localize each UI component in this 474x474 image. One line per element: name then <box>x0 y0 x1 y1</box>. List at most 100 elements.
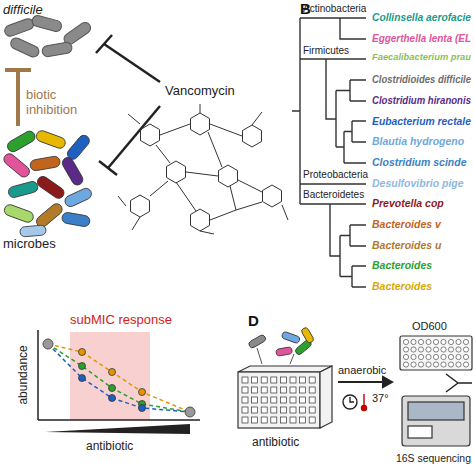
well <box>290 377 296 383</box>
plate-well <box>433 354 438 359</box>
species-name: Prevotella cop <box>372 197 444 209</box>
bond-stroke <box>252 112 262 125</box>
plate-well <box>426 339 431 344</box>
ring-stroke <box>167 161 186 183</box>
species-name: Bacteroides v <box>372 218 441 230</box>
od-plate <box>400 336 472 370</box>
well <box>252 417 258 423</box>
bond-stroke <box>200 104 201 113</box>
bond-stroke <box>132 217 140 230</box>
well <box>261 397 267 403</box>
plate-well <box>418 362 423 367</box>
plate-well <box>403 354 408 359</box>
well <box>290 387 296 393</box>
well <box>242 397 248 403</box>
drug-label: Vancomycin <box>165 84 235 99</box>
plate-well <box>411 362 416 367</box>
species-name: Collinsella aerofacie <box>372 11 471 23</box>
well <box>252 377 258 383</box>
well <box>271 417 277 423</box>
plate-well <box>456 354 461 359</box>
plate-well <box>463 339 468 344</box>
well <box>300 407 306 413</box>
bond-stroke <box>118 196 126 206</box>
species-name: Eggerthella lenta (EL <box>372 32 471 44</box>
plate-well <box>441 347 446 352</box>
well <box>309 377 315 383</box>
plate-well <box>433 339 438 344</box>
abundance-axes <box>38 330 200 420</box>
well <box>280 397 286 403</box>
plate-well <box>418 354 423 359</box>
ring-stroke <box>219 165 238 187</box>
c-difficile-cells <box>3 14 93 58</box>
incubation-arrow <box>338 377 392 387</box>
well <box>271 387 277 393</box>
well <box>252 407 258 413</box>
plate-well <box>441 354 446 359</box>
well <box>290 417 296 423</box>
bond-stroke <box>210 124 242 136</box>
plate-well <box>403 347 408 352</box>
well <box>280 387 286 393</box>
plate-well <box>403 339 408 344</box>
plate-well <box>448 362 453 367</box>
species-name: Blautia hydrogeno <box>372 135 464 147</box>
plate-well <box>448 347 453 352</box>
plate-well <box>418 347 423 352</box>
plate-well <box>426 354 431 359</box>
well <box>271 407 277 413</box>
ring-stroke <box>263 185 282 207</box>
bond-stroke <box>150 181 168 196</box>
ring-stroke <box>243 125 262 147</box>
well <box>309 417 315 423</box>
well <box>300 397 306 403</box>
bond-stroke <box>128 114 140 124</box>
plate-well <box>411 339 416 344</box>
thermometer-icon <box>362 394 367 411</box>
group-label: microbes <box>3 237 56 252</box>
well <box>252 397 258 403</box>
species-label: difficile <box>3 3 43 18</box>
plate-well <box>441 339 446 344</box>
well <box>242 387 248 393</box>
plate-well <box>403 362 408 367</box>
well <box>290 397 296 403</box>
bond-stroke <box>200 231 214 234</box>
bond-stroke <box>186 172 218 176</box>
vancomycin-structure <box>118 104 288 234</box>
well <box>261 377 267 383</box>
phylogenetic-tree <box>292 18 366 287</box>
plate-well <box>456 339 461 344</box>
well <box>242 407 248 413</box>
submic-region <box>70 332 150 420</box>
bond-stroke <box>176 182 196 211</box>
well <box>261 407 267 413</box>
well <box>309 397 315 403</box>
plate-well <box>463 354 468 359</box>
plate-well <box>463 362 468 367</box>
ring-stroke <box>191 113 210 135</box>
plate-well <box>441 362 446 367</box>
bond-stroke <box>282 205 288 220</box>
species-name: Clostridium hiranonis <box>372 94 471 106</box>
well <box>271 397 277 403</box>
species-name: Bacteroides <box>372 259 432 271</box>
well <box>309 387 315 393</box>
phylum-label: Firmicutes <box>303 45 349 57</box>
sequencer <box>402 396 470 446</box>
treatment-label: antibiotic <box>252 436 299 450</box>
bond-stroke <box>160 124 190 135</box>
bond-stroke <box>210 210 236 220</box>
gradient-wedge <box>45 424 190 434</box>
well <box>300 387 306 393</box>
panel-letter: D <box>248 312 259 329</box>
response-curves <box>48 344 190 412</box>
bond-stroke <box>230 186 236 210</box>
response-points <box>43 339 195 417</box>
well <box>261 387 267 393</box>
readout-label: OD600 <box>412 320 447 333</box>
plate-well <box>433 362 438 367</box>
